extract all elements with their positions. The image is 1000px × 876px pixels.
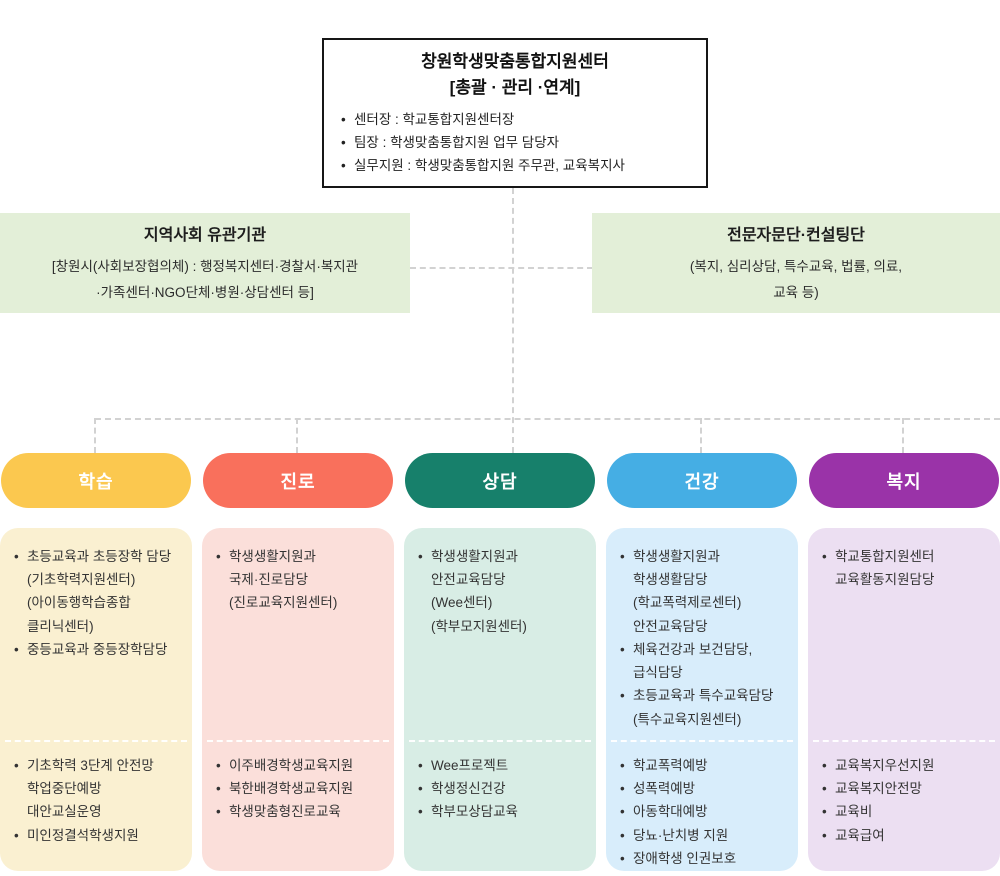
list-item: 장애학생 인권보호 (620, 847, 790, 870)
pill-welfare: 복지 (809, 453, 999, 508)
list-item: 학생생활지원과 안전교육담당 (Wee센터) (학부모지원센터) (418, 545, 588, 638)
root-role-item: 센터장 : 학교통합지원센터장 (341, 109, 706, 132)
list-item: 체육건강과 보건담당, 급식담당 (620, 638, 790, 684)
root-role-item: 팀장 : 학생맞춤통합지원 업무 담당자 (341, 132, 706, 155)
connector-vertical-center (512, 188, 514, 453)
column-career-box: 학생생활지원과 국제·진로담당 (진로교육지원센터) 이주배경학생교육지원 북한… (202, 528, 394, 871)
pill-career-label: 진로 (280, 471, 316, 492)
root-subtitle: [총괄 · 관리 ·연계] (449, 77, 581, 97)
list-item: 당뇨·난치병 지원 (620, 824, 790, 847)
list-item: 학교폭력예방 (620, 754, 790, 777)
pill-career: 진로 (203, 453, 393, 508)
root-role-list: 센터장 : 학교통합지원센터장 팀장 : 학생맞춤통합지원 업무 담당자 실무지… (324, 109, 706, 178)
column-welfare: 복지 학교통합지원센터 교육활동지원담당 교육복지우선지원 교육복지안전망 교육… (808, 418, 1000, 873)
connector-branch (95, 418, 1000, 420)
column-health: 건강 학생생활지원과 학생생활담당 (학교폭력제로센터) 안전교육담당 체육건강… (606, 418, 798, 873)
column-career: 진로 학생생활지원과 국제·진로담당 (진로교육지원센터) 이주배경학생교육지원… (202, 418, 394, 873)
list-item: 학생생활지원과 국제·진로담당 (진로교육지원센터) (216, 545, 386, 615)
section-divider (5, 740, 187, 742)
list-item: 학생정신건강 (418, 777, 588, 800)
advisory-panel-box: 전문자문단·컨설팅단 (복지, 심리상담, 특수교육, 법률, 의료, 교육 등… (592, 213, 1000, 313)
top-section: 학생생활지원과 학생생활담당 (학교폭력제로센터) 안전교육담당 체육건강과 보… (606, 528, 798, 741)
section-divider (207, 740, 389, 742)
community-orgs-box: 지역사회 유관기관 [창원시(사회보장협의체) : 행정복지센터·경찰서·복지관… (0, 213, 410, 313)
list-item: 초등교육과 초등장학 담당 (기초학력지원센터) (아이동행학습종합 클리닉센터… (14, 545, 184, 638)
bottom-section: 교육복지우선지원 교육복지안전망 교육비 교육급여 (808, 742, 1000, 871)
column-counseling: 상담 학생생활지원과 안전교육담당 (Wee센터) (학부모지원센터) Wee프… (404, 418, 596, 873)
column-welfare-box: 학교통합지원센터 교육활동지원담당 교육복지우선지원 교육복지안전망 교육비 교… (808, 528, 1000, 871)
section-divider (813, 740, 995, 742)
column-learning-box: 초등교육과 초등장학 담당 (기초학력지원센터) (아이동행학습종합 클리닉센터… (0, 528, 192, 871)
list-item: 이주배경학생교육지원 (216, 754, 386, 777)
list-item: 기초학력 3단계 안전망 학업중단예방 대안교실운영 (14, 754, 184, 824)
list-item: 학생맞춤형진로교육 (216, 800, 386, 823)
advisory-panel-title: 전문자문단·컨설팅단 (727, 226, 865, 244)
list-item: 아동학대예방 (620, 800, 790, 823)
connector-drop (700, 418, 702, 453)
pill-health: 건강 (607, 453, 797, 508)
pill-counseling-label: 상담 (482, 471, 518, 492)
section-divider (409, 740, 591, 742)
column-learning: 학습 초등교육과 초등장학 담당 (기초학력지원센터) (아이동행학습종합 클리… (0, 418, 192, 873)
top-section: 학생생활지원과 안전교육담당 (Wee센터) (학부모지원센터) (404, 528, 596, 741)
community-orgs-body: [창원시(사회보장협의체) : 행정복지센터·경찰서·복지관 ·가족센터·NGO… (51, 258, 359, 300)
column-health-box: 학생생활지원과 학생생활담당 (학교폭력제로센터) 안전교육담당 체육건강과 보… (606, 528, 798, 871)
pill-learning: 학습 (1, 453, 191, 508)
connector-horizontal-green (410, 267, 593, 269)
list-item: 교육급여 (822, 824, 992, 847)
bottom-section: 기초학력 3단계 안전망 학업중단예방 대안교실운영 미인정결석학생지원 (0, 742, 192, 871)
list-item: 초등교육과 특수교육담당 (특수교육지원센터) (620, 684, 790, 730)
list-item: 학생생활지원과 학생생활담당 (학교폭력제로센터) 안전교육담당 (620, 545, 790, 638)
community-orgs-title: 지역사회 유관기관 (143, 226, 267, 244)
root-title: 창원학생맞춤통합지원센터 (421, 52, 609, 71)
pill-counseling: 상담 (405, 453, 595, 508)
list-item: 성폭력예방 (620, 777, 790, 800)
list-item: Wee프로젝트 (418, 754, 588, 777)
list-item: 교육복지안전망 (822, 777, 992, 800)
bottom-section: 학교폭력예방 성폭력예방 아동학대예방 당뇨·난치병 지원 장애학생 인권보호 (606, 742, 798, 871)
pill-learning-label: 학습 (78, 471, 114, 492)
top-section: 학교통합지원센터 교육활동지원담당 (808, 528, 1000, 741)
list-item: 중등교육과 중등장학담당 (14, 638, 184, 661)
advisory-panel-body: (복지, 심리상담, 특수교육, 법률, 의료, 교육 등) (689, 258, 903, 300)
list-item: 교육복지우선지원 (822, 754, 992, 777)
connector-drop (296, 418, 298, 453)
list-item: 학부모상담교육 (418, 800, 588, 823)
column-counseling-box: 학생생활지원과 안전교육담당 (Wee센터) (학부모지원센터) Wee프로젝트… (404, 528, 596, 871)
root-center-box: 창원학생맞춤통합지원센터 [총괄 · 관리 ·연계] 센터장 : 학교통합지원센… (322, 38, 708, 188)
list-item: 미인정결석학생지원 (14, 824, 184, 847)
pill-welfare-label: 복지 (886, 471, 922, 492)
root-role-item: 실무지원 : 학생맞춤통합지원 주무관, 교육복지사 (341, 155, 706, 178)
bottom-section: Wee프로젝트 학생정신건강 학부모상담교육 (404, 742, 596, 871)
bottom-section: 이주배경학생교육지원 북한배경학생교육지원 학생맞춤형진로교육 (202, 742, 394, 871)
connector-drop (94, 418, 96, 453)
pill-health-label: 건강 (684, 471, 720, 492)
list-item: 교육비 (822, 800, 992, 823)
top-section: 학생생활지원과 국제·진로담당 (진로교육지원센터) (202, 528, 394, 741)
connector-drop (902, 418, 904, 453)
list-item: 학교통합지원센터 교육활동지원담당 (822, 545, 992, 591)
section-divider (611, 740, 793, 742)
top-section: 초등교육과 초등장학 담당 (기초학력지원센터) (아이동행학습종합 클리닉센터… (0, 528, 192, 741)
list-item: 북한배경학생교육지원 (216, 777, 386, 800)
